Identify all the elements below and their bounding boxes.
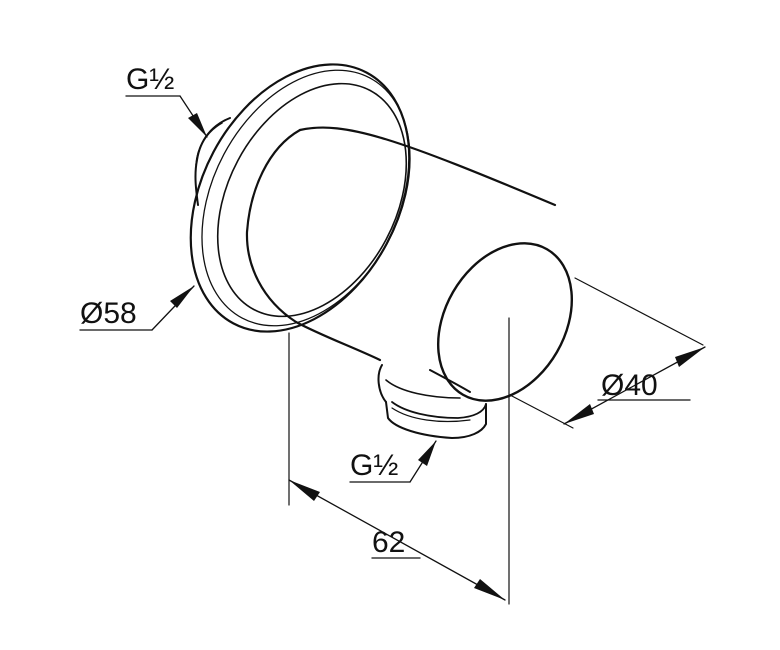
thread-outlet-label: G½ xyxy=(350,449,398,482)
leader-thread-top xyxy=(125,95,208,138)
wall-flange xyxy=(189,63,411,333)
dimension-62 xyxy=(288,332,506,601)
dimension-62-label: 62 xyxy=(372,526,405,559)
cylinder-body xyxy=(245,126,574,402)
flange-diameter-label: Ø58 xyxy=(80,297,137,330)
outlet-nipple xyxy=(377,364,487,439)
leader-thread-outlet xyxy=(349,440,437,483)
dimension-o40 xyxy=(509,277,706,429)
leader-flange-diameter xyxy=(79,285,195,331)
dimension-o40-label: Ø40 xyxy=(601,369,658,402)
thread-top-label: G½ xyxy=(126,63,174,96)
